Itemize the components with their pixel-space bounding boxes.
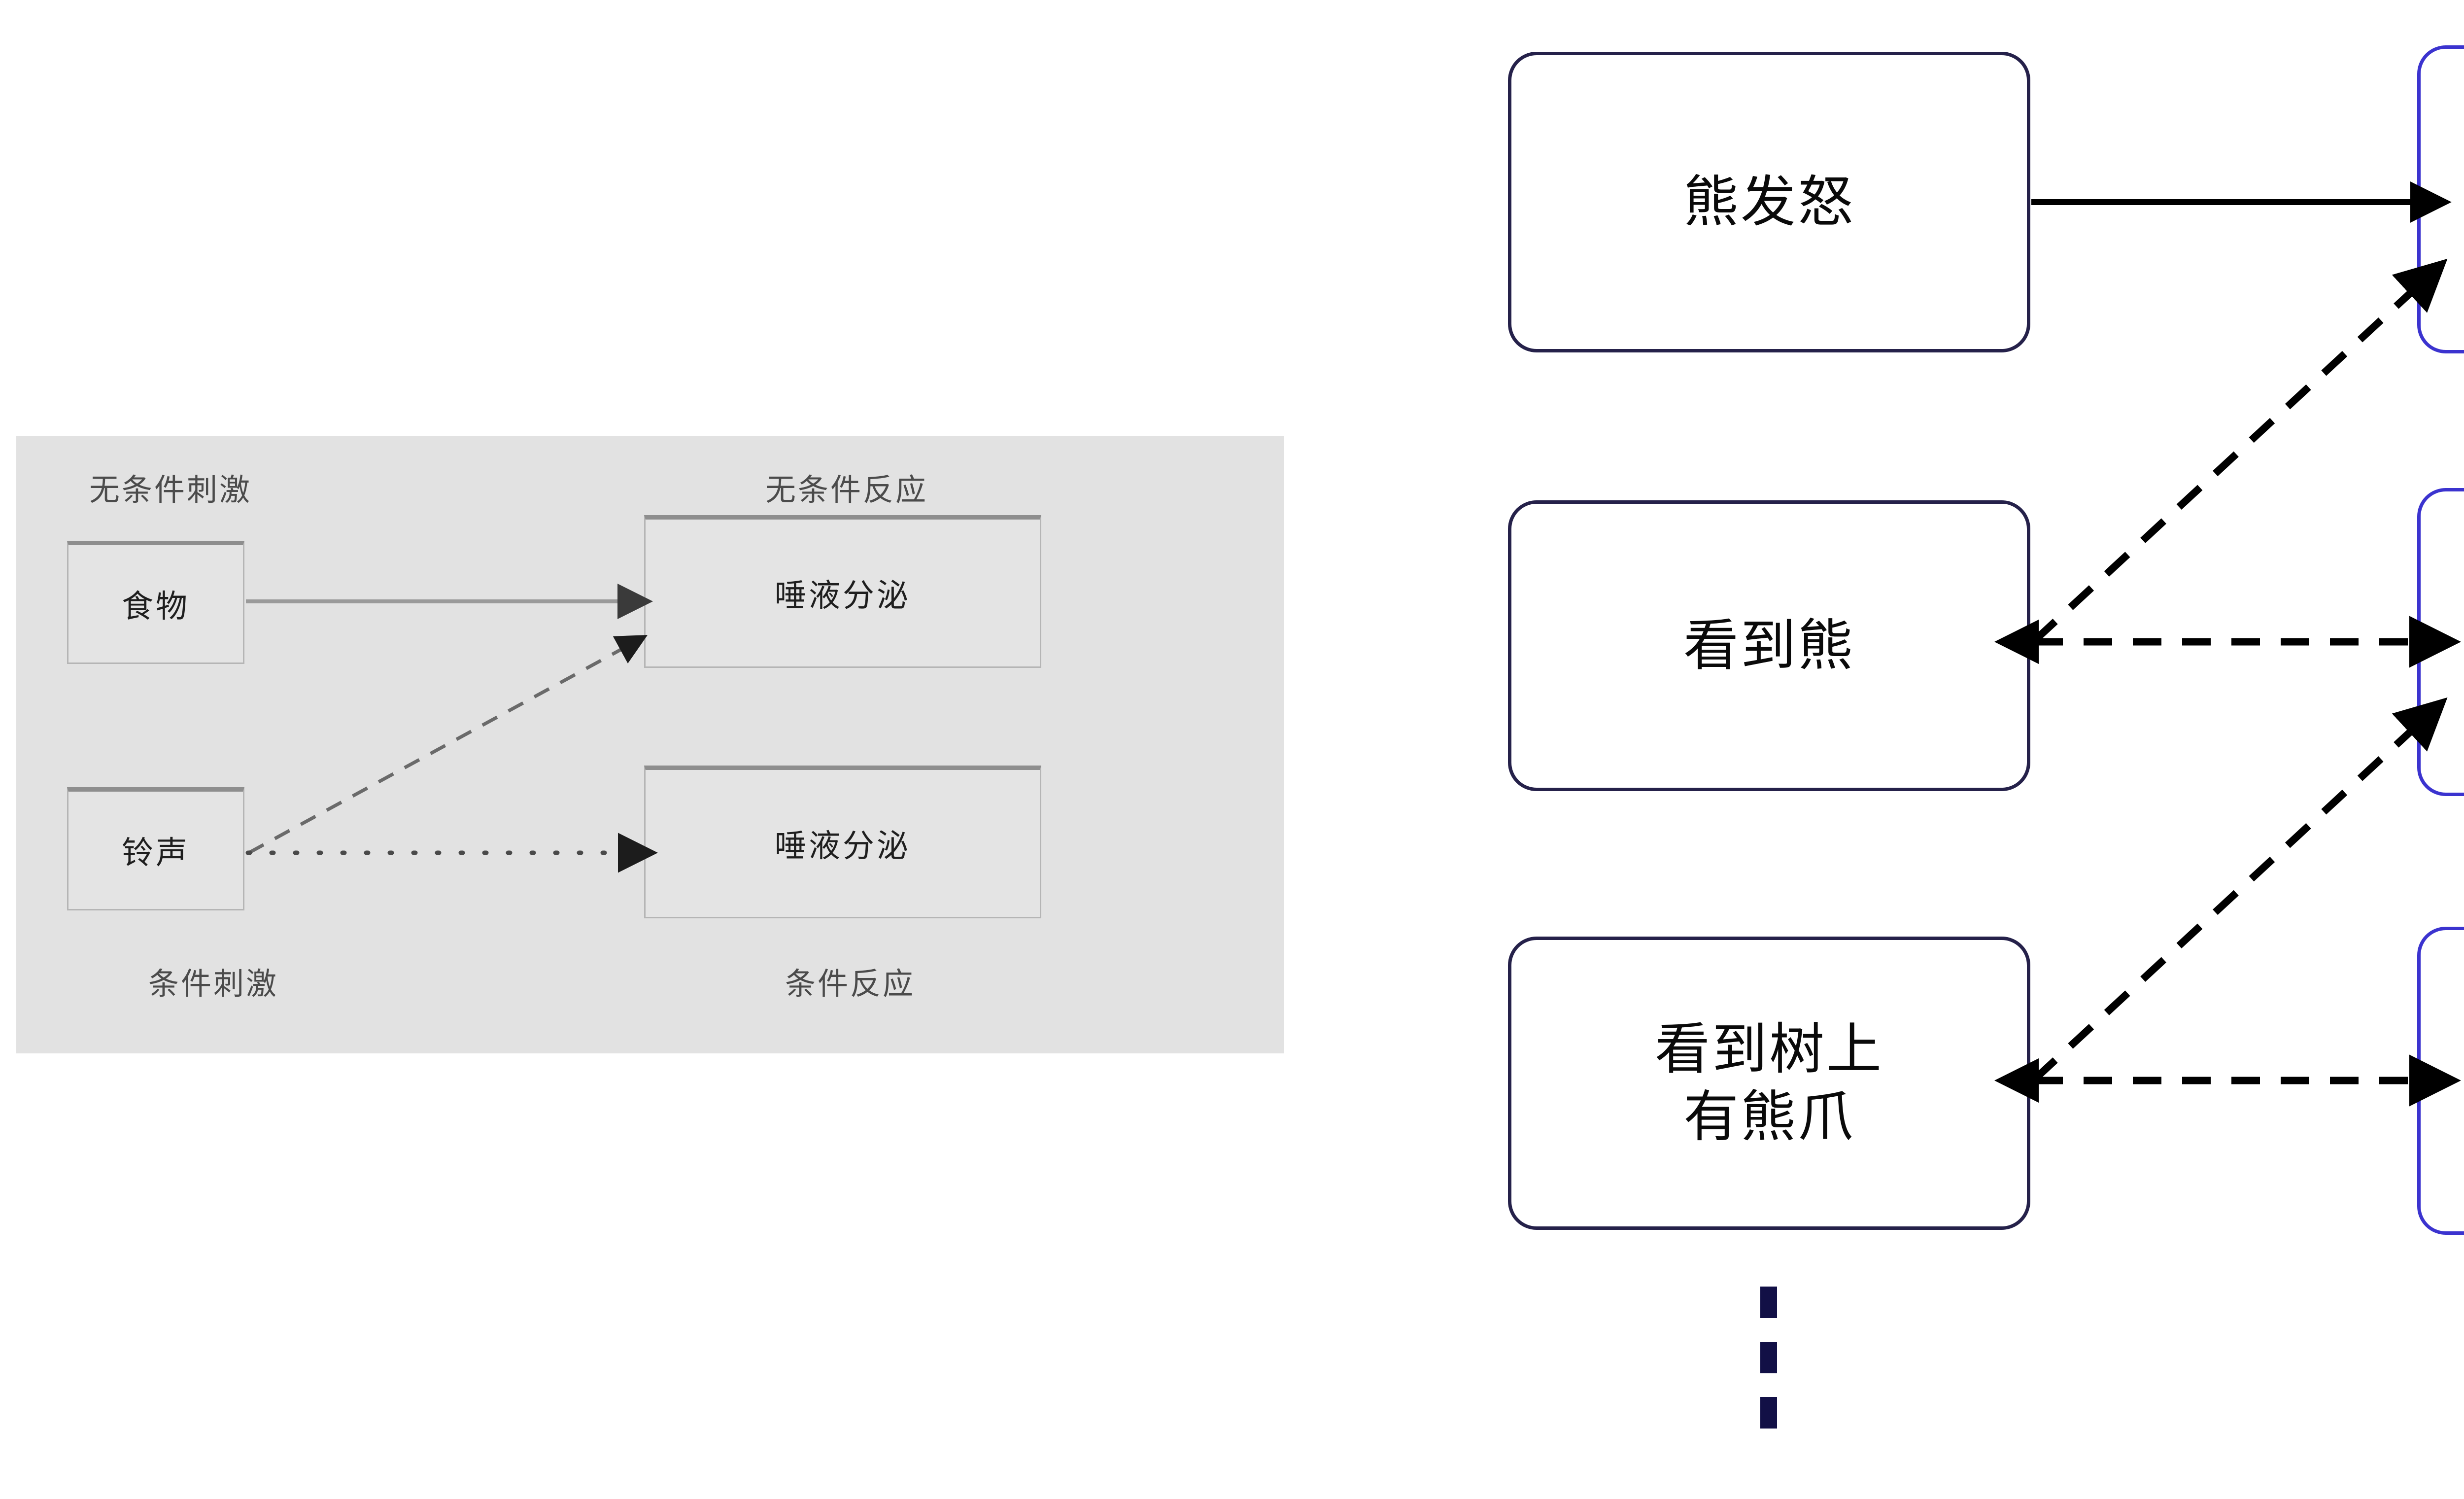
arrow-bell-to-unconditioned-salivation [248, 635, 648, 855]
value-box-reward: 奖励 [2417, 45, 2464, 353]
box-bell-label: 铃声 [122, 835, 190, 871]
value-box-v-s: V(s) [2417, 927, 2464, 1235]
classical-conditioning-panel: 无条件刺激 无条件反应 条件刺激 条件反应 食物 铃声 唾液分泌 唾液分泌 [16, 436, 1284, 1053]
edge-see-bear-to-reward [2031, 258, 2448, 644]
state-box-claw-line2: 有熊爪 [1683, 1085, 1855, 1148]
ellipsis-dot [1760, 1342, 1777, 1373]
state-box-claw-line1: 看到树上 [1655, 1018, 1883, 1080]
label-unconditioned-stimulus: 无条件刺激 [89, 473, 252, 507]
box-food: 食物 [67, 541, 244, 664]
label-unconditioned-response: 无条件反应 [765, 473, 928, 507]
box-food-label: 食物 [122, 589, 190, 624]
state-box-see-claw-on-tree: 看到树上 有熊爪 [1508, 937, 2030, 1230]
state-box-see-claw-on-tree-label: 看到树上 有熊爪 [1655, 1016, 1883, 1150]
box-salivation-unconditioned-label: 唾液分泌 [775, 578, 911, 613]
box-bell: 铃声 [67, 787, 244, 910]
label-conditioned-response: 条件反应 [785, 967, 916, 1001]
state-box-bear-angry-label: 熊发怒 [1683, 171, 1855, 233]
ellipsis-states [1760, 1287, 1777, 1429]
state-box-see-bear: 看到熊 [1508, 500, 2030, 791]
pavlov-arrows [245, 584, 658, 873]
box-salivation-unconditioned: 唾液分泌 [644, 515, 1041, 668]
state-box-see-bear-label: 看到熊 [1683, 614, 1855, 676]
label-conditioned-stimulus: 条件刺激 [148, 967, 279, 1001]
ellipsis-dot [1760, 1397, 1777, 1429]
box-salivation-conditioned-label: 唾液分泌 [775, 828, 911, 864]
box-salivation-conditioned: 唾液分泌 [644, 766, 1041, 918]
value-box-v-s-prime: V(s′) [2417, 488, 2464, 796]
state-box-bear-angry: 熊发怒 [1508, 52, 2030, 352]
ellipsis-dot [1760, 1287, 1777, 1318]
edge-see-claw-to-v-s-prime [2031, 697, 2448, 1082]
rl-value-propagation-diagram: 熊发怒 看到熊 看到树上 有熊爪 奖励 V(s′) V(s) [1429, 0, 2464, 1499]
